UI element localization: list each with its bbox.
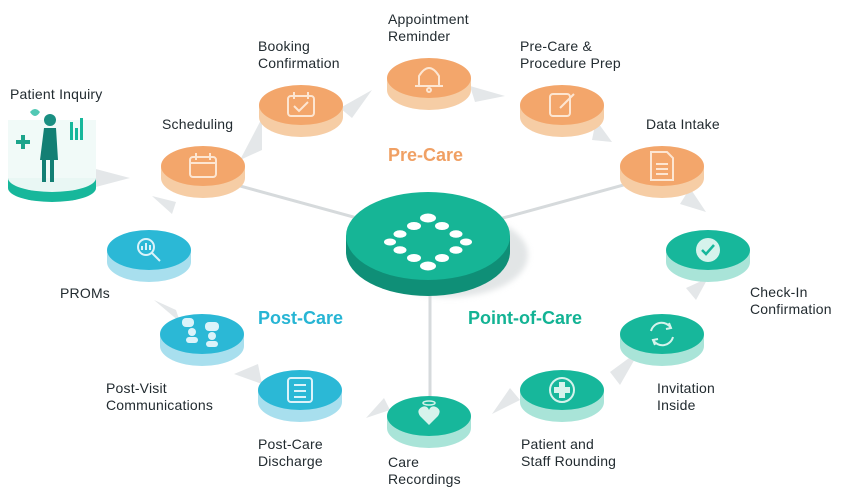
- invitation-inside-label: Invitation Inside: [657, 380, 715, 414]
- patient-inquiry-label: Patient Inquiry: [10, 86, 103, 102]
- precare-prep-node: [520, 85, 604, 137]
- checkin-confirmation-label: Check-In Confirmation: [750, 284, 832, 318]
- care-recordings-line2: Recordings: [388, 471, 461, 487]
- appointment-reminder-label: Appointment Reminder: [388, 11, 469, 45]
- postcare-discharge-line1: Post-Care: [258, 436, 323, 452]
- calendar-icon: [189, 153, 217, 178]
- checkmark-icon: [696, 238, 720, 262]
- appointment-reminder-node: [387, 58, 471, 110]
- phase-pointofcare-label: Point-of-Care: [468, 308, 582, 328]
- checkin-confirmation-node: [666, 230, 750, 282]
- proms-label: PROMs: [60, 285, 110, 301]
- appointment-reminder-line2: Reminder: [388, 28, 451, 44]
- patient-staff-rounding-line1: Patient and: [521, 436, 595, 452]
- patient-figure-illustration: [8, 109, 96, 202]
- patient-staff-rounding-node: [520, 370, 604, 422]
- phase-postcare-label: Post-Care: [258, 308, 344, 328]
- patient-staff-rounding-line2: Staff Rounding: [521, 453, 617, 469]
- scheduling-node: [161, 146, 245, 198]
- postvisit-communications-line1: Post-Visit: [106, 380, 167, 396]
- booking-confirmation-line2: Confirmation: [258, 55, 340, 71]
- care-recordings-node: [387, 396, 471, 448]
- invitation-inside-line2: Inside: [657, 397, 696, 413]
- invitation-inside-line1: Invitation: [657, 380, 716, 396]
- hub-node: [346, 192, 528, 297]
- checkin-confirmation-line1: Check-In: [750, 284, 808, 300]
- precare-prep-line1: Pre-Care &: [520, 38, 593, 54]
- postcare-discharge-label: Post-Care Discharge: [258, 436, 323, 470]
- postcare-discharge-line2: Discharge: [258, 453, 323, 469]
- precare-prep-line2: Procedure Prep: [520, 55, 621, 71]
- magnifier-chart-icon: [137, 238, 161, 262]
- medical-cross-icon: [549, 377, 575, 403]
- document-icon: [650, 151, 674, 181]
- calendar-check-icon: [287, 92, 315, 117]
- proms-node: [107, 230, 191, 282]
- booking-confirmation-node: [259, 85, 343, 137]
- phase-precare-label: Pre-Care: [388, 145, 464, 165]
- care-recordings-label: Care Recordings: [388, 454, 461, 488]
- booking-confirmation-label: Booking Confirmation: [258, 38, 340, 72]
- people-chat-icon: [182, 318, 219, 347]
- heart-halo-icon: [418, 400, 440, 425]
- brand-dots-logo: [384, 213, 472, 271]
- postcare-discharge-node: [258, 370, 342, 422]
- edit-document-icon: [549, 93, 575, 117]
- data-intake-label: Data Intake: [646, 116, 720, 132]
- appointment-reminder-line1: Appointment: [388, 11, 469, 27]
- postvisit-communications-line2: Communications: [106, 397, 214, 413]
- data-intake-node: [620, 146, 704, 198]
- care-recordings-line1: Care: [388, 454, 420, 470]
- bell-icon: [415, 67, 443, 93]
- scheduling-label: Scheduling: [162, 116, 234, 132]
- postvisit-communications-node: [160, 314, 244, 366]
- patient-staff-rounding-label: Patient and Staff Rounding: [521, 436, 616, 470]
- precare-prep-label: Pre-Care & Procedure Prep: [520, 38, 621, 72]
- callout-tails: [92, 86, 708, 418]
- booking-confirmation-line1: Booking: [258, 38, 310, 54]
- refresh-arrows-icon: [650, 321, 674, 347]
- invitation-inside-node: [620, 314, 704, 366]
- checklist-icon: [287, 377, 313, 403]
- postvisit-communications-label: Post-Visit Communications: [106, 380, 213, 414]
- checkin-confirmation-line2: Confirmation: [750, 301, 832, 317]
